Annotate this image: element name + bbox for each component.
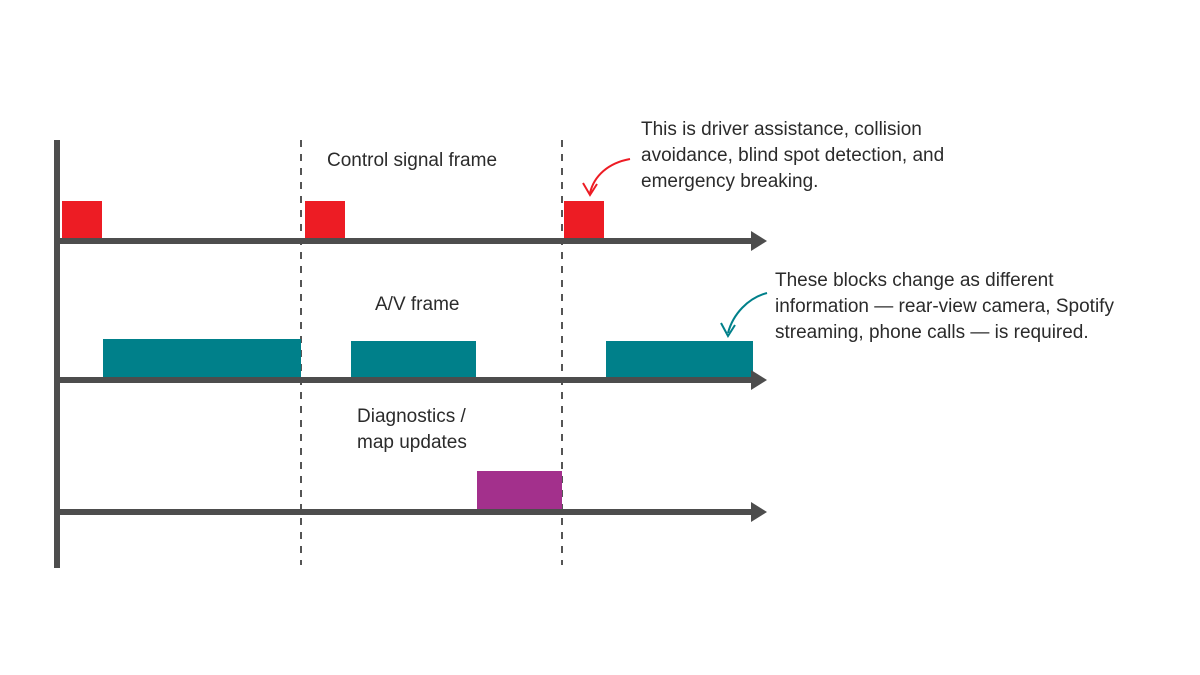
diagnostics-label-line: Diagnostics / [357, 406, 466, 427]
timeline-arrowhead [751, 502, 767, 522]
av-annotation-line: information — rear-view camera, Spotify [775, 296, 1114, 317]
control-signal-block [62, 201, 102, 240]
av-frame-label: A/V frame [375, 292, 459, 318]
av-annotation-arrow [727, 292, 768, 334]
av-frame-label-line: A/V frame [375, 294, 460, 315]
control-signal-label: Control signal frame [327, 148, 497, 174]
control-annotation-line: This is driver assistance, collision [641, 119, 922, 140]
av-frame-block [351, 341, 476, 379]
diagnostics-block [477, 471, 562, 510]
control-signal-block [564, 201, 604, 240]
av-frame-block [606, 341, 753, 379]
av-annotation-line: These blocks change as different [775, 270, 1054, 291]
av-frame-block [103, 339, 301, 379]
control-signal-block [305, 201, 345, 240]
av-annotation-line: streaming, phone calls — is required. [775, 322, 1089, 343]
control-annotation: This is driver assistance, collision avo… [641, 117, 944, 195]
av-annotation: These blocks change as different informa… [775, 268, 1114, 346]
control-annotation-arrowhead [582, 182, 598, 197]
av-annotation-arrowhead [720, 322, 736, 338]
control-annotation-line: emergency breaking. [641, 171, 819, 192]
timeline-arrowhead [751, 231, 767, 251]
control-annotation-line: avoidance, blind spot detection, and [641, 145, 945, 166]
timeline-arrowhead [751, 370, 767, 390]
diagnostics-label: Diagnostics / map updates [357, 404, 467, 456]
diagnostics-label-line: map updates [357, 432, 467, 453]
control-annotation-arrow [589, 158, 631, 194]
control-signal-label-line: Control signal frame [327, 150, 498, 171]
